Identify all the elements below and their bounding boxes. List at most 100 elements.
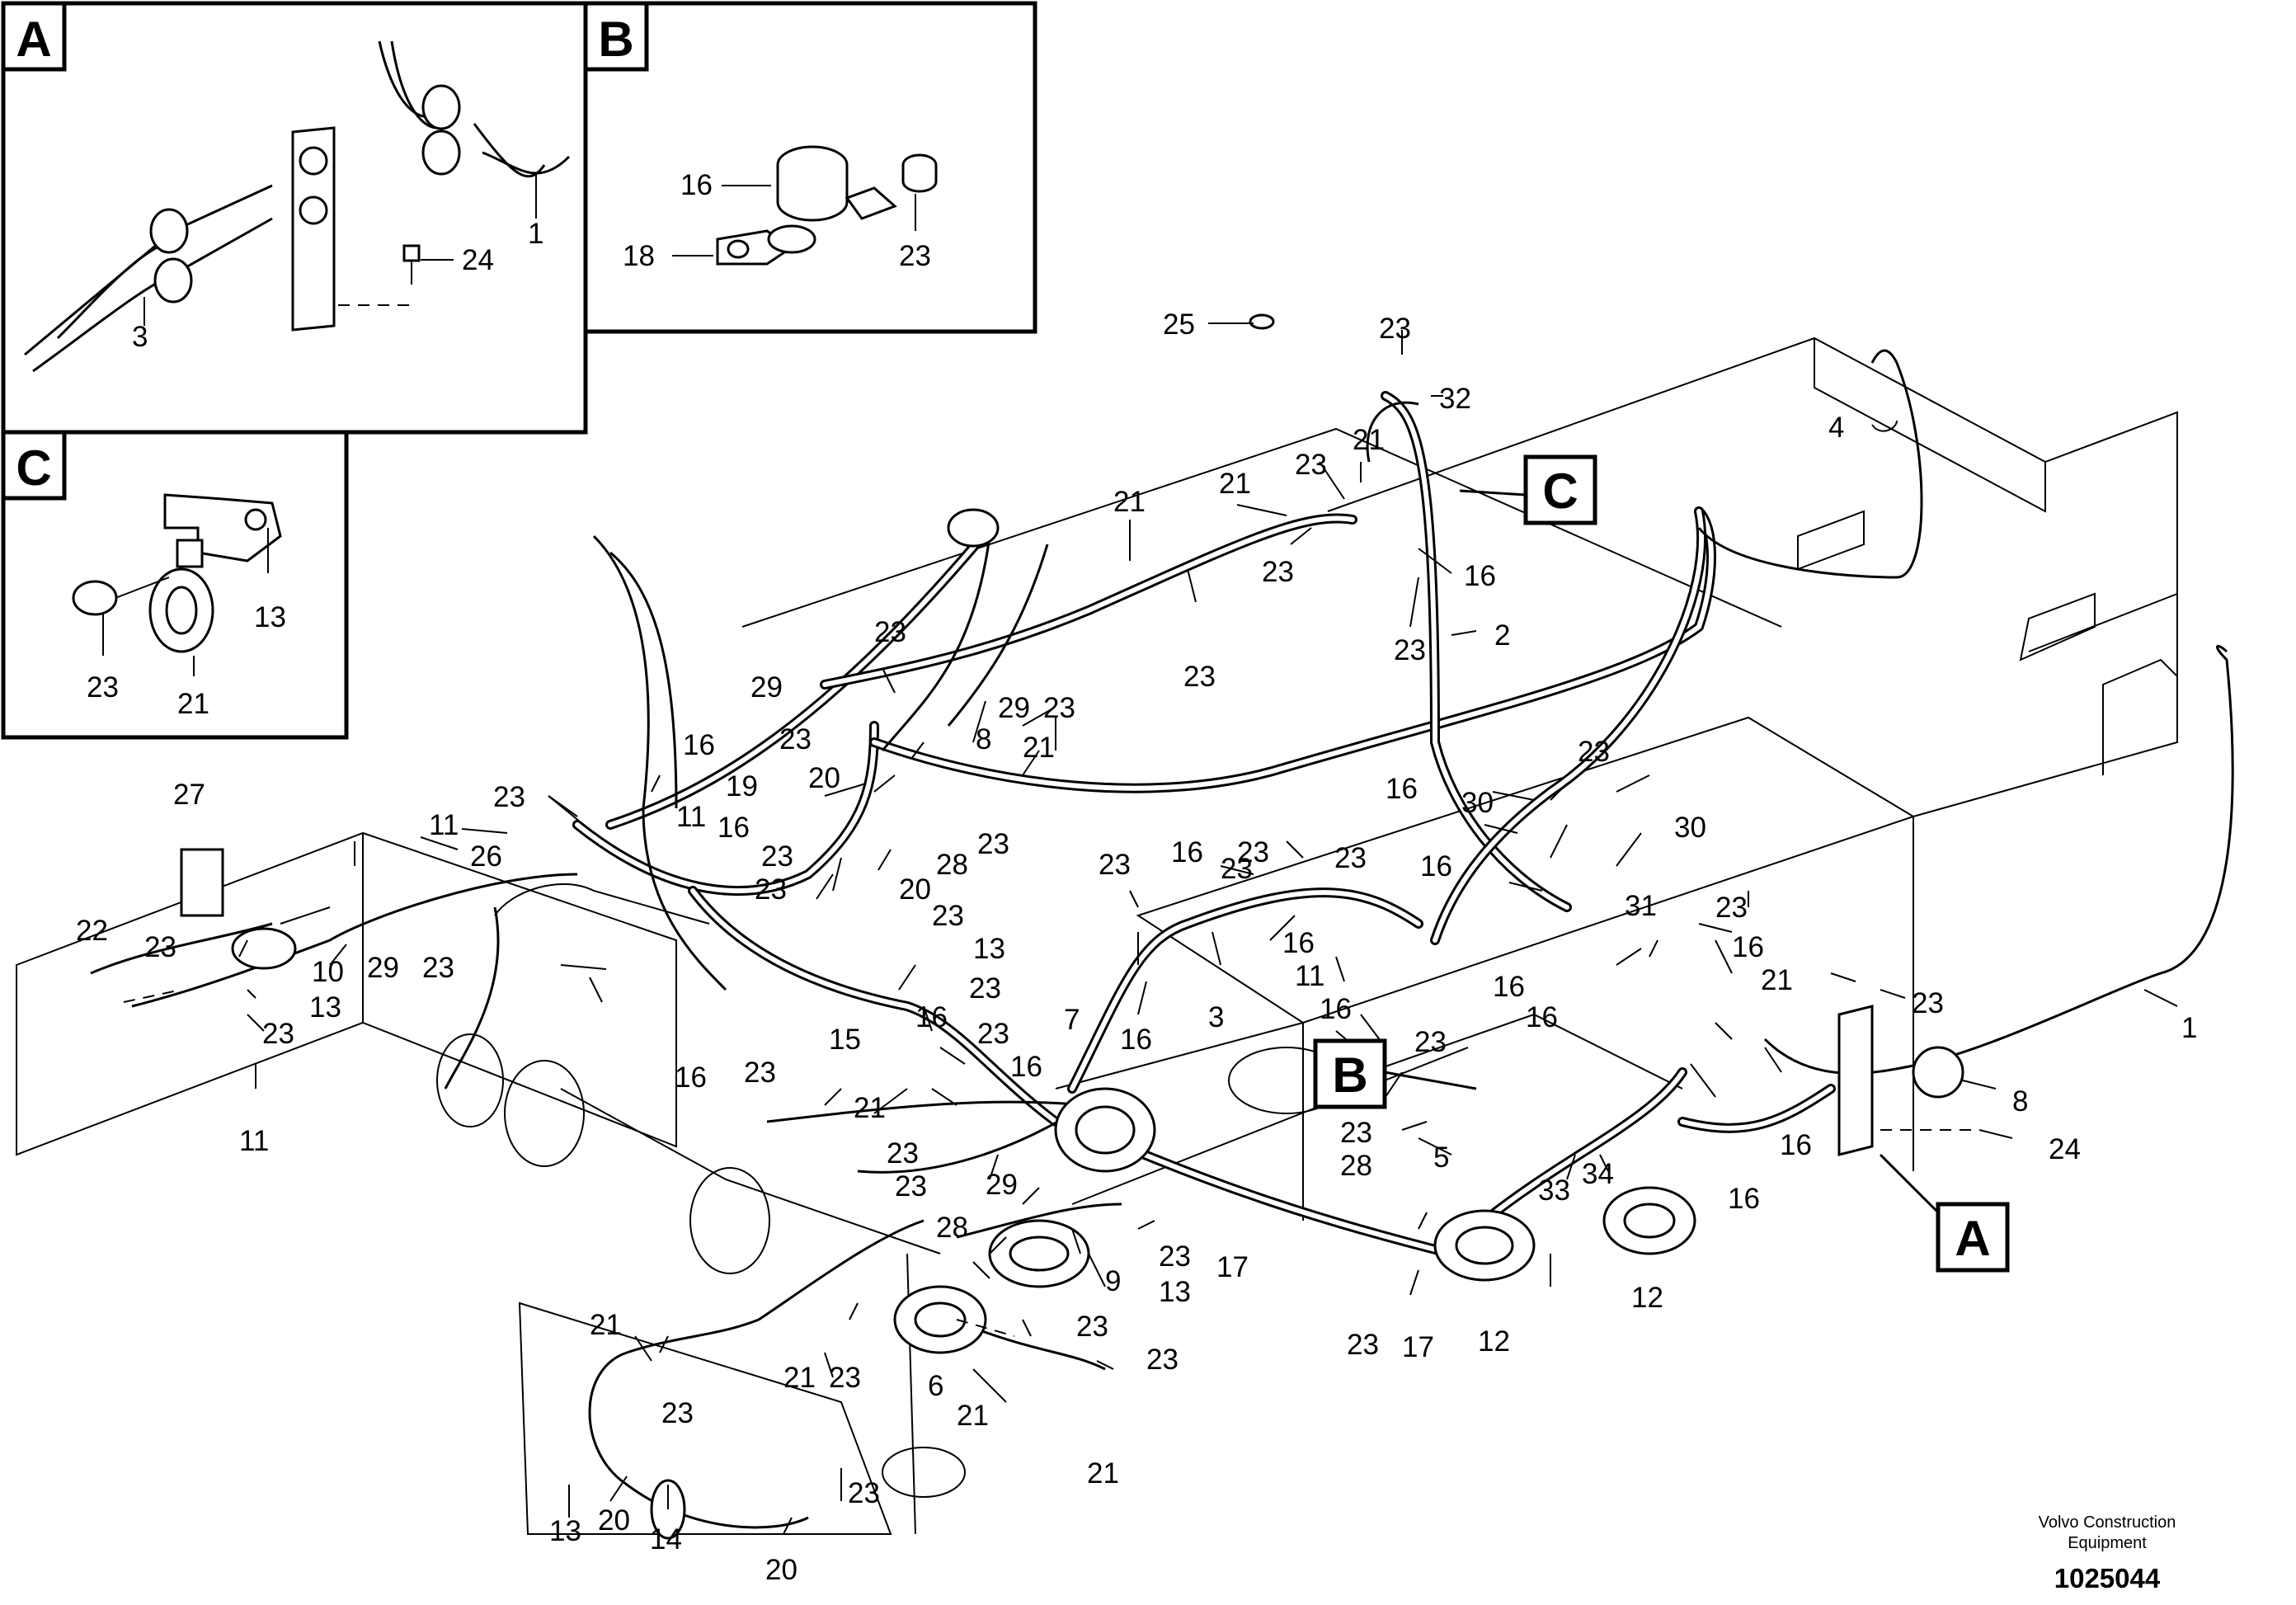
callout-21: 21 — [854, 1092, 886, 1124]
callout-23: 23 — [1159, 1240, 1191, 1273]
callout-labels: 25 23 32 21 21 23 23 21 23 16 23 2 4 23 … — [76, 308, 2197, 1586]
reference-letter-b: B — [1332, 1047, 1367, 1103]
callout-23: 23 — [1334, 842, 1367, 874]
callout-23: 23 — [1221, 853, 1253, 885]
reference-box-c: C — [1459, 454, 1597, 525]
callout-23: 23 — [1183, 661, 1216, 693]
machine-frame — [16, 337, 2178, 1535]
callout-21: 21 — [1087, 1457, 1119, 1490]
detail-a-label-1: 1 — [528, 218, 543, 250]
callout-28: 28 — [1340, 1150, 1372, 1182]
callout-23: 23 — [1295, 449, 1327, 481]
detail-inset-a: A 24 1 3 — [1, 1, 588, 435]
detail-c-label-23: 23 — [87, 671, 119, 704]
callout-23: 23 — [661, 1397, 694, 1429]
footer: Volvo Construction Equipment 1025044 — [2039, 1513, 2176, 1593]
detail-c-label-21: 21 — [177, 688, 209, 720]
callout-29: 29 — [986, 1169, 1018, 1201]
callout-16: 16 — [1171, 836, 1203, 868]
callout-5: 5 — [1433, 1141, 1449, 1174]
callout-20: 20 — [808, 762, 840, 794]
company-caption-line2: Equipment — [2068, 1534, 2147, 1552]
callout-3: 3 — [1208, 1001, 1224, 1033]
callout-11: 11 — [676, 801, 706, 833]
detail-inset-b: B 16 18 23 — [583, 1, 1037, 334]
callout-23: 23 — [744, 1057, 776, 1089]
callout-23: 23 — [932, 900, 964, 932]
callout-19: 19 — [726, 770, 758, 802]
detail-a-letter-box — [1, 1, 67, 72]
detail-c-letter: C — [16, 440, 51, 496]
detail-a-letter: A — [16, 12, 51, 67]
detail-b-label-23: 23 — [899, 240, 931, 272]
callout-23: 23 — [977, 1018, 1009, 1050]
callout-7: 7 — [1064, 1004, 1080, 1036]
callout-25: 25 — [1163, 308, 1195, 341]
callout-21: 21 — [1353, 424, 1385, 456]
callout-23: 23 — [887, 1137, 919, 1170]
callout-8: 8 — [976, 723, 991, 755]
callout-21: 21 — [1023, 732, 1055, 764]
callout-16: 16 — [1420, 850, 1452, 883]
callout-10: 10 — [312, 956, 344, 988]
callout-11: 11 — [1295, 960, 1324, 992]
callout-30: 30 — [1461, 787, 1494, 819]
callout-23: 23 — [1347, 1329, 1379, 1361]
callout-16: 16 — [683, 729, 715, 761]
callout-29: 29 — [750, 671, 783, 704]
callout-23: 23 — [969, 972, 1001, 1005]
callout-16: 16 — [1780, 1129, 1812, 1161]
callout-1: 1 — [2181, 1012, 2197, 1044]
callout-23: 23 — [1394, 634, 1426, 666]
callout-20: 20 — [899, 873, 931, 906]
callout-8: 8 — [2012, 1085, 2028, 1118]
detail-inset-c: C 13 23 21 — [1, 430, 349, 740]
callout-23: 23 — [422, 952, 454, 984]
callout-23: 23 — [761, 840, 793, 873]
callout-16: 16 — [1493, 971, 1525, 1003]
callout-23: 23 — [779, 723, 812, 755]
detail-b-label-18: 18 — [623, 240, 655, 272]
callout-11: 11 — [239, 1125, 269, 1157]
callout-29: 29 — [367, 952, 399, 984]
callout-21: 21 — [590, 1309, 622, 1341]
callout-16: 16 — [1732, 931, 1764, 963]
callout-17: 17 — [1402, 1331, 1434, 1363]
callout-34: 34 — [1582, 1158, 1614, 1190]
callout-15: 15 — [829, 1024, 861, 1056]
callout-16: 16 — [1526, 1001, 1558, 1033]
callout-24: 24 — [2049, 1133, 2081, 1165]
callout-13: 13 — [973, 933, 1005, 965]
detail-b-label-16: 16 — [680, 169, 713, 201]
document-number: 1025044 — [2054, 1563, 2161, 1593]
callout-23: 23 — [1912, 987, 1944, 1019]
callout-23: 23 — [1076, 1311, 1108, 1343]
callout-16: 16 — [1010, 1051, 1042, 1083]
callout-21: 21 — [1219, 468, 1251, 500]
callout-16: 16 — [675, 1061, 707, 1094]
callout-23: 23 — [1099, 849, 1131, 881]
callout-16: 16 — [718, 812, 750, 844]
callout-23: 23 — [1237, 836, 1269, 868]
callout-32: 32 — [1439, 383, 1471, 415]
detail-a-label-3: 3 — [132, 321, 148, 353]
callout-20: 20 — [765, 1554, 797, 1586]
callout-13: 13 — [309, 991, 341, 1024]
callout-17: 17 — [1216, 1251, 1249, 1283]
callout-30: 30 — [1674, 812, 1706, 844]
callout-22: 22 — [76, 915, 108, 947]
callout-23: 23 — [1340, 1117, 1372, 1149]
callout-12: 12 — [1478, 1325, 1510, 1358]
callout-16: 16 — [915, 1001, 948, 1033]
callout-23: 23 — [262, 1018, 294, 1050]
callout-23: 23 — [829, 1362, 861, 1394]
callout-6: 6 — [928, 1370, 943, 1402]
company-caption-line1: Volvo Construction — [2039, 1513, 2176, 1532]
callout-21: 21 — [957, 1400, 989, 1432]
reference-box-a: A — [1879, 1153, 2010, 1273]
callout-23: 23 — [895, 1170, 927, 1203]
leader-lines — [238, 322, 2178, 1535]
callout-29: 29 — [998, 692, 1030, 724]
reference-letter-a: A — [1955, 1211, 1990, 1266]
